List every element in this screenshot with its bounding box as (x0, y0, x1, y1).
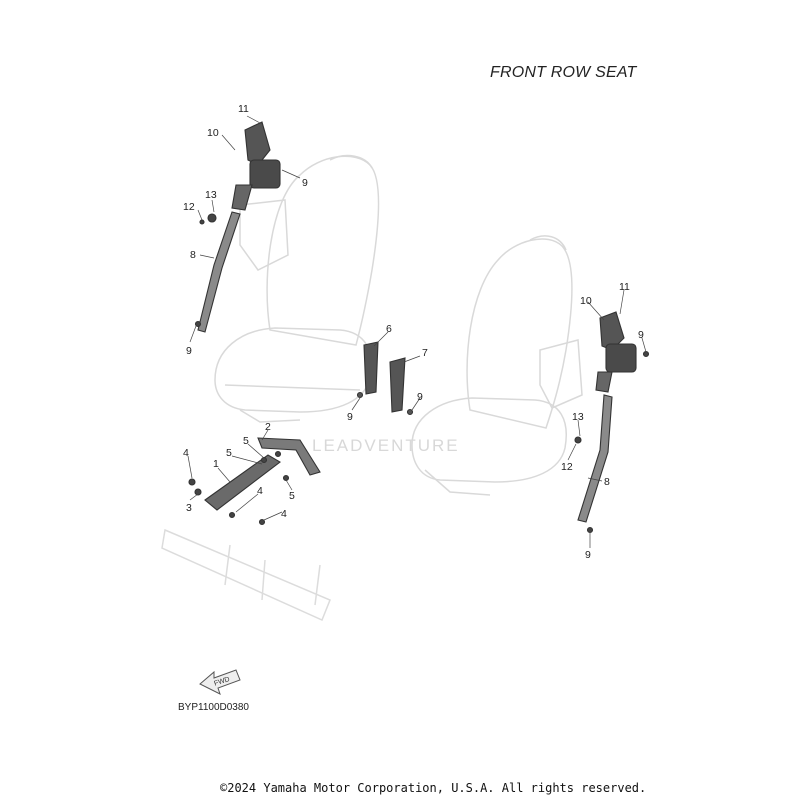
seat-bracket-parts (188, 437, 321, 526)
callout-7: 7 (422, 347, 428, 359)
left-seatbelt-assembly (194, 121, 281, 333)
callout-labels: 11 10 9 13 12 8 9 6 7 9 9 2 5 5 4 1 3 4 … (183, 103, 644, 561)
callout-9-buckle-left: 9 (347, 411, 353, 423)
right-seat (411, 235, 583, 496)
callout-8-right: 8 (604, 476, 610, 488)
callout-6: 6 (386, 323, 392, 335)
copyright-notice: ©2024 Yamaha Motor Corporation, U.S.A. A… (220, 781, 647, 795)
right-seatbelt-assembly (574, 311, 650, 534)
callout-4-left: 4 (183, 447, 189, 459)
seat-rail (161, 528, 331, 622)
callout-1: 1 (213, 458, 219, 470)
callout-11-right: 11 (619, 281, 630, 293)
diagram-code: BYP1100D0380 (178, 702, 249, 713)
callout-5-top: 5 (243, 435, 249, 447)
callout-4-mid: 4 (257, 485, 263, 497)
callout-9-left-top: 9 (302, 177, 308, 189)
callout-3: 3 (186, 502, 192, 514)
callout-9-left-bottom: 9 (186, 345, 192, 357)
callout-11-left: 11 (238, 103, 249, 115)
callout-4-bottom: 4 (281, 508, 287, 520)
callout-13-right: 13 (572, 411, 584, 423)
callout-5-mid: 5 (226, 447, 232, 459)
callout-9-buckle-right: 9 (417, 391, 423, 403)
diagram-title: FRONT ROW SEAT (490, 64, 637, 81)
callout-12-right: 12 (561, 461, 573, 473)
callout-5-right: 5 (289, 490, 295, 502)
callout-13-left: 13 (205, 189, 217, 201)
callout-10-right: 10 (580, 295, 592, 307)
callout-9-right-bottom: 9 (585, 549, 591, 561)
callout-9-right-top: 9 (638, 329, 644, 341)
buckle-assemblies (356, 341, 414, 416)
callout-8-left: 8 (190, 249, 196, 261)
fwd-label: FWD (213, 676, 230, 688)
leader-lines (187, 115, 647, 548)
callout-2: 2 (265, 421, 271, 433)
callout-10-left: 10 (207, 127, 219, 139)
watermark-logo: LEADVENTURE (312, 436, 460, 455)
fwd-arrow-icon: FWD (199, 669, 241, 695)
callout-12-left: 12 (183, 201, 195, 213)
